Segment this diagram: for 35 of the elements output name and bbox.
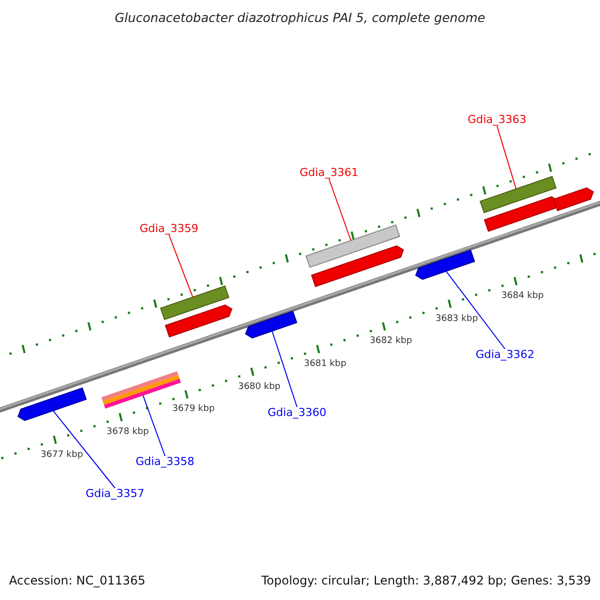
scale-label: 3678 kbp [106, 428, 149, 438]
gene-block [310, 245, 404, 288]
scale-label: 3681 kbp [304, 360, 346, 370]
gene-label: Gdia_3363 [468, 114, 526, 126]
gene-label: Gdia_3357 [86, 488, 144, 500]
scale-label: 3684 kbp [501, 292, 544, 302]
leader-line [142, 395, 166, 456]
gene-block [164, 304, 232, 338]
gene-bar [305, 224, 400, 268]
leader-line [168, 234, 194, 298]
gene-label: Gdia_3361 [300, 166, 358, 180]
gene-bar [160, 285, 230, 320]
leader-line [496, 126, 517, 190]
scale-label: 3683 kbp [436, 314, 478, 325]
gene-label: Gdia_3362 [476, 348, 534, 362]
leader-line [446, 270, 506, 350]
gene-block [552, 187, 594, 212]
scale-label: 3677 kbp [40, 450, 84, 461]
footer-text: Accession: NC_011365 [9, 574, 146, 588]
leader-line [272, 330, 298, 408]
gene-label: Gdia_3359 [140, 222, 198, 236]
gene-bar [480, 176, 557, 214]
gene-block [484, 196, 559, 232]
gene-block [415, 249, 476, 280]
leader-line [328, 178, 352, 241]
scale-label: 3679 kbp [172, 405, 215, 416]
scale-label: 3682 kbp [370, 338, 412, 348]
gene-block [244, 310, 298, 338]
scale-label: 3680 kbp [238, 382, 280, 393]
gene-block [17, 387, 87, 422]
gene-label: Gdia_3360 [268, 406, 326, 420]
footer-text: Topology: circular; Length: 3,887,492 bp; Genes: 3,539 [261, 574, 591, 588]
leader-line [52, 410, 116, 488]
title: Gluconacetobacter diazotrophicus PAI 5, complete genome [114, 11, 486, 25]
gene-label: Gdia_3358 [136, 456, 194, 468]
